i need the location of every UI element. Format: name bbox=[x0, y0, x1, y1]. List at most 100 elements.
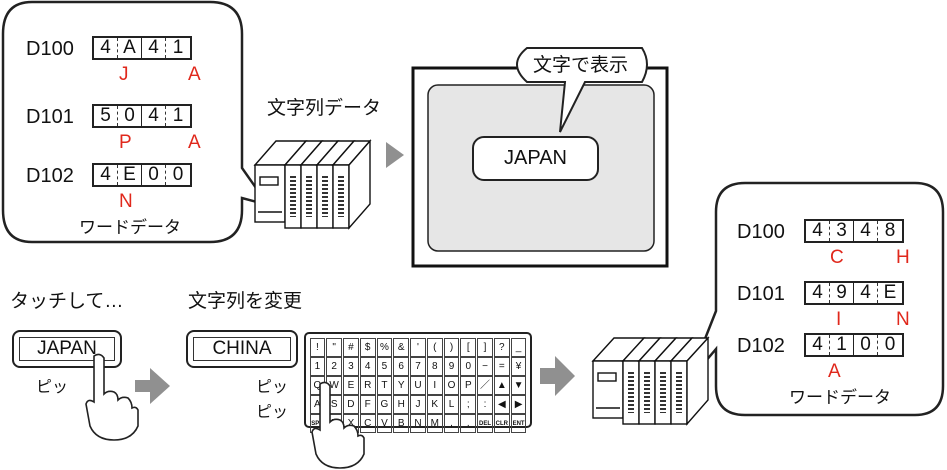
cell: 0 bbox=[884, 334, 896, 355]
ascii-char: J bbox=[119, 64, 129, 85]
key[interactable]: ! bbox=[309, 338, 326, 357]
key[interactable]: # bbox=[343, 338, 359, 357]
plc-icon-top bbox=[253, 139, 372, 230]
key[interactable]: [ bbox=[460, 338, 477, 357]
key[interactable]: B bbox=[393, 414, 410, 433]
word-data-caption: ワードデータ bbox=[79, 218, 181, 237]
key-clear[interactable]: CLR bbox=[493, 414, 510, 433]
key[interactable]: I bbox=[426, 376, 443, 395]
arrow-2 bbox=[135, 368, 170, 404]
key[interactable]: ▲ bbox=[493, 376, 510, 395]
key[interactable]: 1 bbox=[309, 357, 326, 376]
cell: 4 bbox=[142, 37, 166, 58]
key[interactable]: C bbox=[359, 414, 376, 433]
pointing-hand-icon bbox=[311, 381, 365, 469]
register-label: D102 bbox=[26, 165, 74, 187]
key[interactable]: 3 bbox=[343, 357, 359, 376]
cell: 4 bbox=[94, 164, 118, 185]
key[interactable]: _ bbox=[510, 338, 527, 357]
key[interactable]: = bbox=[493, 357, 510, 376]
key-enter[interactable]: ENT bbox=[510, 414, 527, 433]
key[interactable]: R bbox=[359, 376, 376, 395]
key[interactable]: , bbox=[443, 414, 460, 433]
ascii-char: C bbox=[830, 247, 844, 268]
key[interactable]: 5 bbox=[376, 357, 393, 376]
key[interactable]: ▼ bbox=[510, 376, 527, 395]
touch-caption: タッチして… bbox=[10, 291, 124, 312]
string-input-field-china[interactable]: CHINA bbox=[186, 330, 298, 368]
key[interactable]: ¥ bbox=[510, 357, 527, 376]
key[interactable]: ' bbox=[410, 338, 426, 357]
cell: 4 bbox=[854, 282, 878, 303]
touch-sound: ピッ bbox=[36, 379, 69, 396]
key[interactable]: % bbox=[376, 338, 393, 357]
key[interactable]: ; bbox=[460, 395, 477, 414]
cell: 4 bbox=[94, 37, 118, 58]
key[interactable]: ／ bbox=[477, 376, 493, 395]
cell: 0 bbox=[172, 164, 184, 185]
ascii-char: I bbox=[836, 309, 842, 330]
key[interactable]: " bbox=[326, 338, 343, 357]
key[interactable]: ) bbox=[443, 338, 460, 357]
key[interactable]: : bbox=[477, 395, 493, 414]
register-label: D100 bbox=[737, 221, 785, 243]
cell: E bbox=[883, 282, 897, 303]
ascii-char: A bbox=[828, 361, 841, 382]
key[interactable]: & bbox=[393, 338, 410, 357]
arrow-1 bbox=[386, 142, 404, 168]
register-label: D101 bbox=[737, 283, 785, 305]
key[interactable]: G bbox=[376, 395, 393, 414]
key[interactable]: 9 bbox=[443, 357, 460, 376]
key[interactable]: F bbox=[359, 395, 376, 414]
key[interactable]: K bbox=[426, 395, 443, 414]
word-data-caption: ワードデータ bbox=[789, 388, 891, 407]
cell: 3 bbox=[830, 220, 854, 241]
key[interactable]: Y bbox=[393, 376, 410, 395]
key[interactable]: M bbox=[426, 414, 443, 433]
key[interactable]: $ bbox=[359, 338, 376, 357]
screen-string-display: JAPAN bbox=[472, 136, 599, 181]
key[interactable]: ] bbox=[477, 338, 493, 357]
key[interactable]: O bbox=[443, 376, 460, 395]
key[interactable]: V bbox=[376, 414, 393, 433]
cell: 1 bbox=[172, 105, 184, 126]
key[interactable]: T bbox=[376, 376, 393, 395]
key[interactable]: ◀ bbox=[493, 395, 510, 414]
key[interactable]: D bbox=[343, 395, 359, 414]
arrow-3 bbox=[540, 356, 575, 396]
change-caption: 文字列を変更 bbox=[188, 291, 303, 312]
key-delete[interactable]: DEL bbox=[477, 414, 493, 433]
key[interactable]: 7 bbox=[410, 357, 426, 376]
string-input-field-japan[interactable]: JAPAN bbox=[12, 330, 122, 368]
key[interactable]: ( bbox=[426, 338, 443, 357]
key[interactable]: N bbox=[410, 414, 426, 433]
key[interactable]: L bbox=[443, 395, 460, 414]
key[interactable]: 2 bbox=[326, 357, 343, 376]
key[interactable]: J bbox=[410, 395, 426, 414]
key[interactable]: H bbox=[393, 395, 410, 414]
key[interactable]: ▶ bbox=[510, 395, 527, 414]
key[interactable]: 6 bbox=[393, 357, 410, 376]
key[interactable]: 8 bbox=[426, 357, 443, 376]
key[interactable]: E bbox=[343, 376, 359, 395]
key[interactable]: P bbox=[460, 376, 477, 395]
key[interactable]: − bbox=[477, 357, 493, 376]
cell: 5 bbox=[94, 105, 118, 126]
ascii-char: H bbox=[896, 247, 910, 268]
key[interactable]: ? bbox=[493, 338, 510, 357]
key[interactable]: 0 bbox=[460, 357, 477, 376]
cell: E bbox=[118, 164, 142, 185]
field-value: CHINA bbox=[193, 337, 291, 361]
key[interactable]: U bbox=[410, 376, 426, 395]
key[interactable]: . bbox=[460, 414, 477, 433]
cell: A bbox=[118, 37, 142, 58]
field-value: JAPAN bbox=[19, 337, 115, 361]
key[interactable]: 4 bbox=[359, 357, 376, 376]
